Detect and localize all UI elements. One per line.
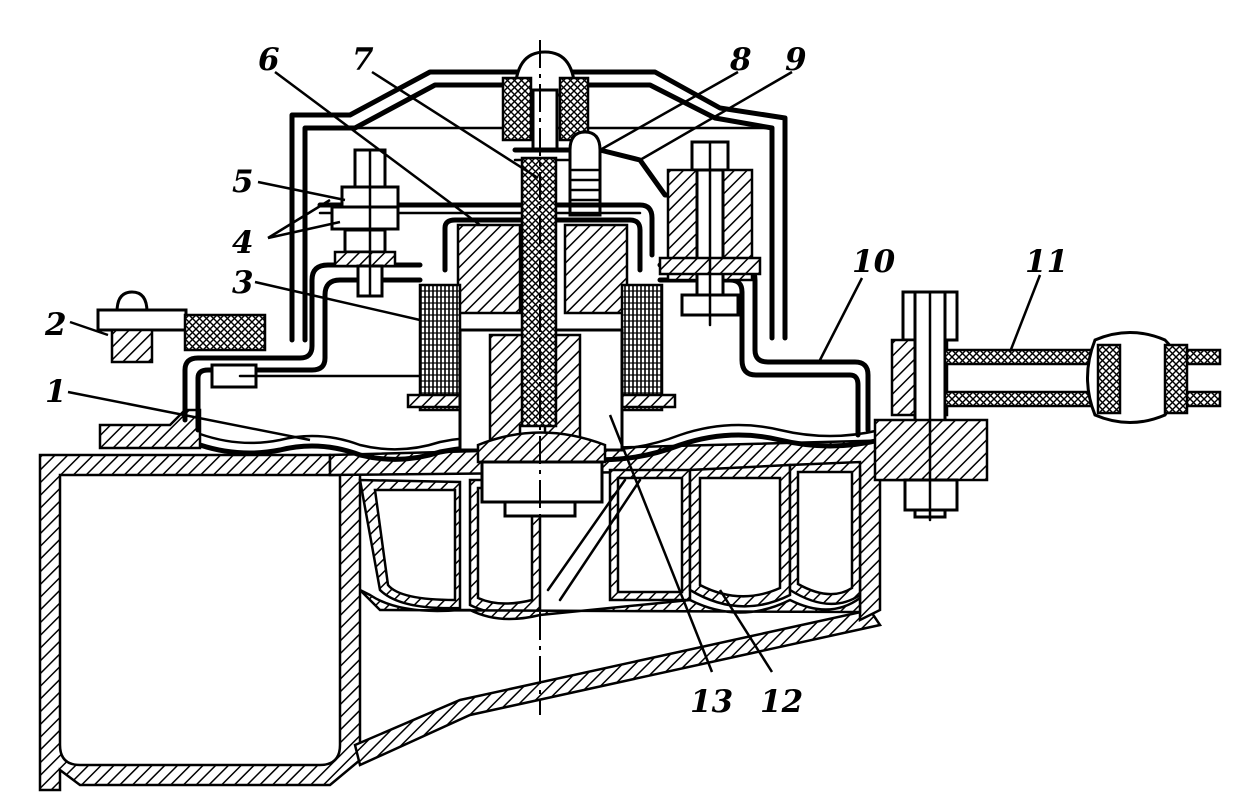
right-terminal-stud [658,140,762,327]
part-labels: 1 2 3 4 5 6 7 8 9 10 11 12 13 [44,42,1068,720]
left-terminal [96,290,422,389]
central-rod [520,156,558,428]
label-12: 12 [760,684,803,720]
label-5: 5 [232,164,254,200]
label-4: 4 [232,225,254,261]
left-terminal-stud [330,148,400,298]
armature [442,217,643,315]
label-1: 1 [45,374,67,410]
label-7: 7 [352,42,374,78]
top-adjusting-screw [501,50,590,152]
center-nut [476,431,607,518]
label-8: 8 [729,42,752,78]
base-housing [38,438,912,792]
coil [406,283,677,412]
mounting-bracket [873,290,1222,522]
label-11: 11 [1025,244,1068,280]
label-13: 13 [690,684,733,720]
leader-lines [67,70,1042,673]
label-10: 10 [852,244,896,280]
label-9: 9 [785,42,807,78]
label-2: 2 [44,307,67,343]
label-3: 3 [232,265,254,301]
label-6: 6 [258,42,280,78]
